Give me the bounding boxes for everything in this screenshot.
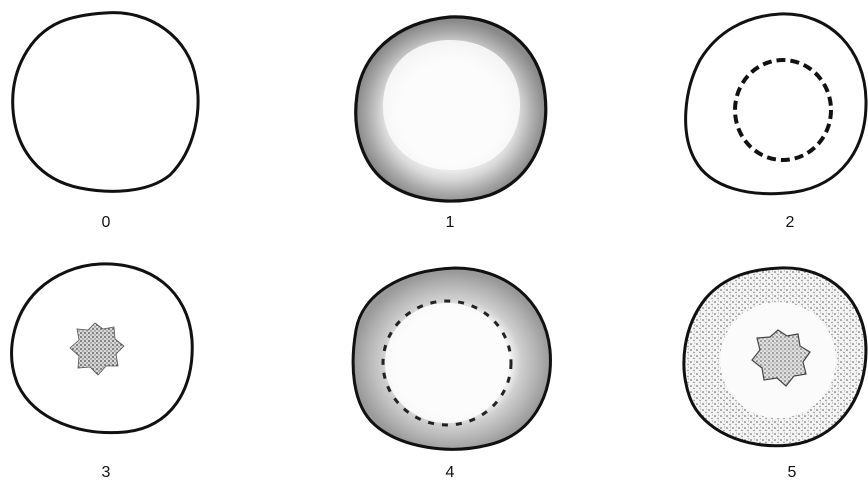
panel-5-label: 5 xyxy=(772,464,812,482)
